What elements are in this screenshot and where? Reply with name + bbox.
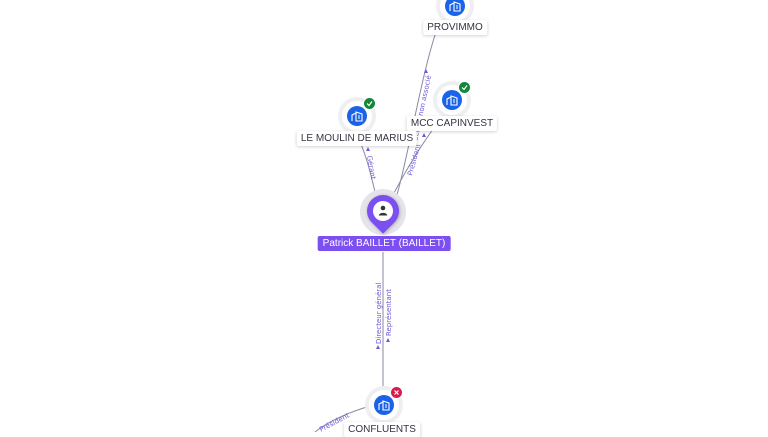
edge-arrow [376,345,380,349]
building-icon [347,106,367,126]
edge-label-moulin: Gérant [365,155,377,180]
edge-arrow [366,147,370,151]
building-icon [374,395,394,415]
edge-arrow [386,338,390,342]
company-node-mcc-capinvest[interactable] [437,81,471,115]
building-icon [442,90,462,110]
company-label-le-moulin-de-marius[interactable]: LE MOULIN DE MARIUS [296,131,418,146]
edge-arrow [424,69,428,73]
edge-label-confluents-2: Représentant [385,289,393,336]
map-pin-icon [360,188,406,234]
edge-arrow [422,133,426,137]
status-closed-icon [390,386,403,399]
edge-confluents-partial [314,405,371,432]
person-name-label[interactable]: Patrick BAILLET (BAILLET) [317,236,451,251]
company-label-confluents[interactable]: CONFLUENTS [344,422,420,437]
status-active-icon [458,81,471,94]
company-label-provimmo[interactable]: PROVIMMO [423,20,487,35]
person-node[interactable] [360,188,406,235]
company-node-confluents[interactable] [369,386,403,420]
person-icon [373,201,393,221]
company-node-le-moulin-de-marius[interactable] [342,97,376,131]
edge-label-confluents-1: Directeur général [375,283,383,344]
company-label-mcc-capinvest[interactable]: MCC CAPINVEST [406,116,498,131]
status-active-icon [363,97,376,110]
building-icon [445,0,465,16]
company-node-provimmo[interactable] [440,0,470,21]
